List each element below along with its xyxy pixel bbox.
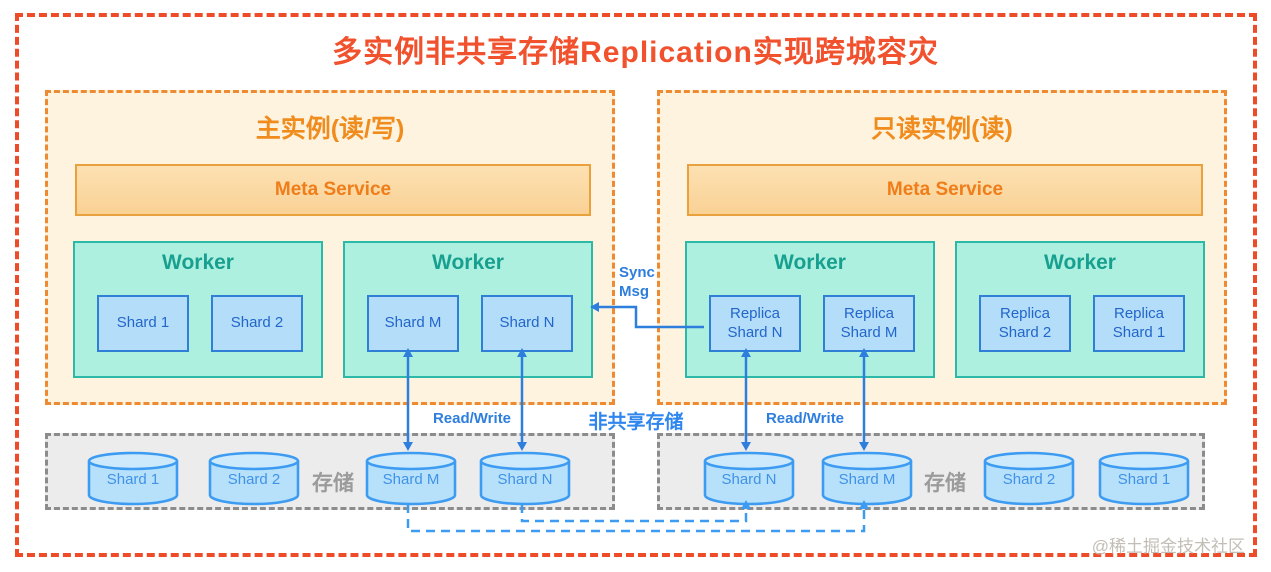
shard-box: Shard 1 [97,295,189,352]
database-cylinder-icon [1098,451,1190,506]
primary-storage-box: Shard 1 Shard 2 存储 Shard M Shard N [45,433,615,510]
primary-worker-1: Worker Shard 1 Shard 2 [73,241,323,378]
primary-meta-service-box: Meta Service [75,164,591,216]
database-cylinder-icon [365,451,457,506]
storage-cylinder: Shard 2 [982,451,1076,507]
database-cylinder-icon [821,451,913,506]
shard-box: Shard N [481,295,573,352]
cylinder-label: Shard N [721,471,777,488]
storage-cylinder: Shard M [364,451,458,507]
readonly-instance-panel: 只读实例(读) Meta Service Worker Replica Shar… [657,90,1227,405]
shard-box: Shard M [367,295,459,352]
sync-msg-label: Sync Msg [619,263,655,301]
worker-label: Worker [774,251,846,274]
storage-cylinder: Shard M [820,451,914,507]
readonly-storage-box: Shard N Shard M 存储 Shard 2 Shard 1 [657,433,1205,510]
primary-instance-title: 主实例(读/写) [255,115,405,143]
cylinder-label: Shard 1 [106,471,160,488]
sync-msg-line1: Sync [619,264,655,281]
readonly-instance-title: 只读实例(读) [871,115,1013,143]
replica-shard-box: Replica Shard M [823,295,915,352]
database-cylinder-icon [87,451,179,506]
storage-label: 存储 [924,472,966,495]
replica-shard-box: Replica Shard 2 [979,295,1071,352]
storage-label: 存储 [312,472,354,495]
database-cylinder-icon [479,451,571,506]
replica-shard-box: Replica Shard 1 [1093,295,1185,352]
read-write-label-left: Read/Write [432,410,512,427]
shard-box: Shard 2 [211,295,303,352]
replica-shard-box: Replica Shard N [709,295,801,352]
read-write-label-right: Read/Write [765,410,845,427]
readonly-worker-2: Worker Replica Shard 2 Replica Shard 1 [955,241,1205,378]
readonly-worker-1: Worker Replica Shard N Replica Shard M [685,241,935,378]
readonly-meta-service-box: Meta Service [687,164,1203,216]
sync-msg-line2: Msg [619,283,649,300]
database-cylinder-icon [208,451,300,506]
storage-cylinder: Shard 2 [207,451,301,507]
worker-label: Worker [432,251,504,274]
cylinder-label: Shard M [382,471,440,488]
worker-label: Worker [162,251,234,274]
non-shared-storage-label: 非共享存储 [588,412,684,433]
storage-cylinder: Shard 1 [1097,451,1191,507]
primary-worker-2: Worker Shard M Shard N [343,241,593,378]
storage-cylinder: Shard N [478,451,572,507]
storage-cylinder: Shard N [702,451,796,507]
diagram-title: 多实例非共享存储Replication实现跨城容灾 [332,36,939,69]
watermark: @稀土掘金技术社区 [1091,537,1245,556]
storage-cylinder: Shard 1 [86,451,180,507]
cylinder-label: Shard M [838,471,896,488]
outer-dashed-border [15,13,1257,557]
worker-label: Worker [1044,251,1116,274]
cylinder-label: Shard N [497,471,553,488]
cylinder-label: Shard 2 [227,471,281,488]
cylinder-label: Shard 2 [1002,471,1056,488]
cylinder-label: Shard 1 [1117,471,1171,488]
primary-instance-panel: 主实例(读/写) Meta Service Worker Shard 1 Sha… [45,90,615,405]
database-cylinder-icon [983,451,1075,506]
